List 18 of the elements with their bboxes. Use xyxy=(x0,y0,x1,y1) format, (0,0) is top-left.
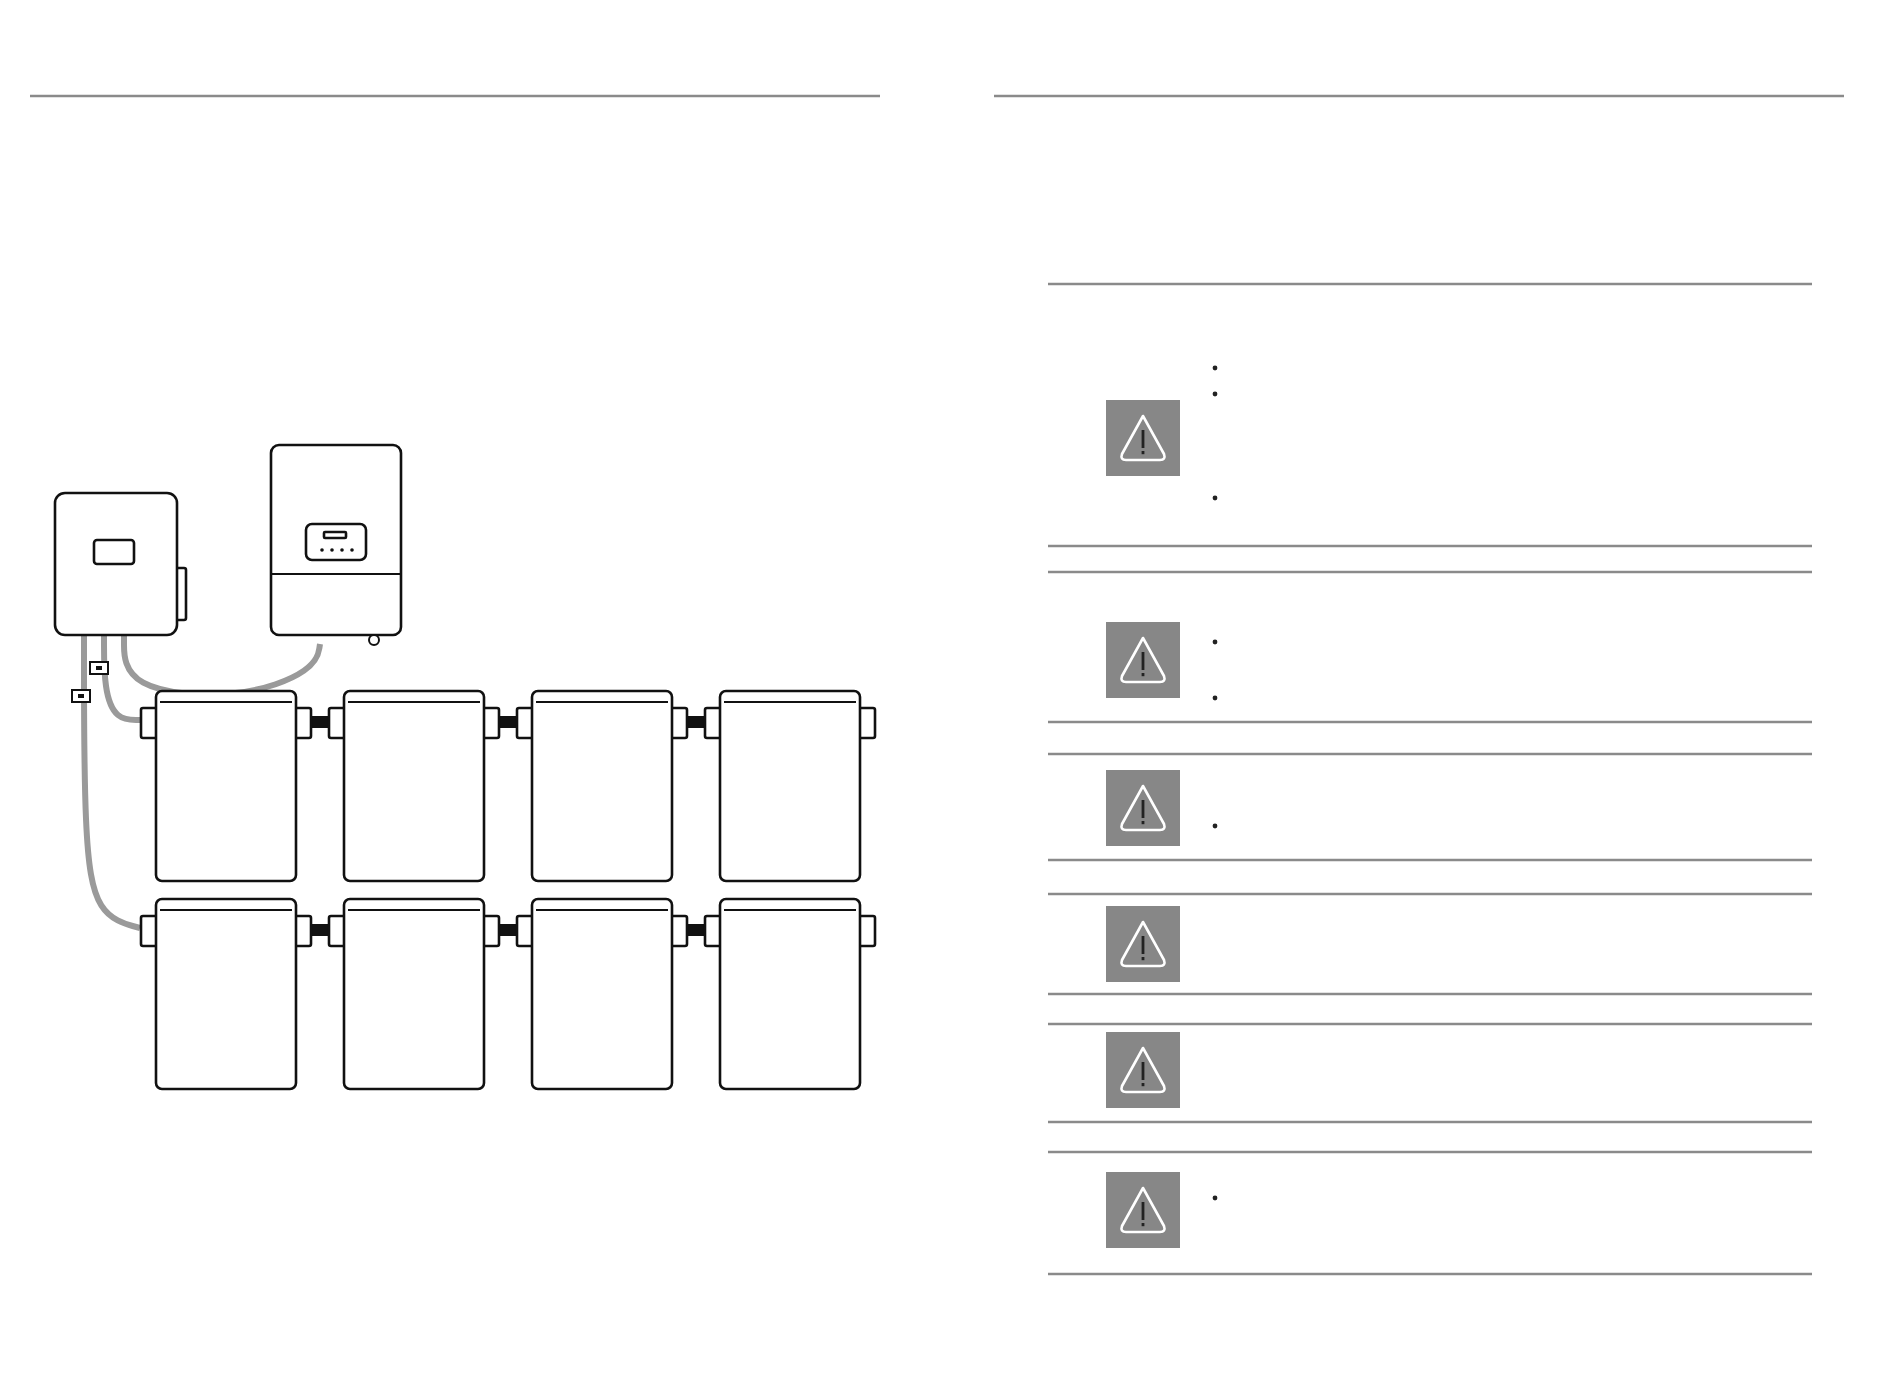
battery-module xyxy=(704,690,876,882)
battery-link xyxy=(312,924,328,936)
cable xyxy=(81,636,141,931)
battery-link xyxy=(500,716,516,728)
battery-module xyxy=(328,690,500,882)
battery-link xyxy=(688,924,704,936)
battery-link xyxy=(312,716,328,728)
cable xyxy=(101,636,140,723)
battery-module xyxy=(704,898,876,1090)
inverter-unit xyxy=(270,444,402,644)
battery-module xyxy=(328,898,500,1090)
battery-module xyxy=(140,898,312,1090)
battery-module xyxy=(140,690,312,882)
battery-module xyxy=(516,690,688,882)
controller-unit xyxy=(54,492,186,636)
battery-link xyxy=(500,924,516,936)
battery-module xyxy=(516,898,688,1090)
battery-link xyxy=(688,716,704,728)
